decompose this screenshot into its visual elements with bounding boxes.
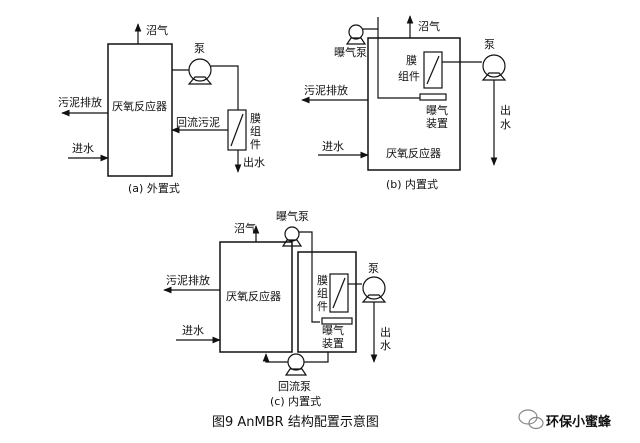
biogas-label-b: 沼气 (418, 19, 440, 33)
figure-caption: 图9 AnMBR 结构配置示意图 (212, 414, 379, 430)
membrane-label-c-3: 件 (317, 300, 328, 313)
inflow-label-b: 进水 (322, 140, 344, 153)
membrane-label-c-2: 组 (317, 286, 328, 300)
reactor-label-c: 厌氧反应器 (226, 289, 281, 303)
pump-icon-b (482, 54, 506, 78)
outflow-label-b-1: 出 (500, 103, 511, 117)
membrane-label-b-2: 组件 (398, 69, 420, 83)
outflow-label-c-2: 水 (380, 339, 391, 352)
caption-b: (b) 内置式 (386, 177, 438, 191)
sludge-discharge-label-b: 污泥排放 (304, 83, 348, 97)
aeration-device-label-b-1: 曝气 (426, 103, 448, 117)
reactor-label-a: 厌氧反应器 (112, 99, 167, 113)
biogas-label-a: 沼气 (146, 23, 168, 37)
outflow-label-c-1: 出 (380, 325, 391, 339)
reactor-a (107, 43, 173, 177)
biogas-label-c: 沼气 (234, 221, 256, 235)
outflow-label-b-2: 水 (500, 118, 511, 131)
return-pump-icon-c (287, 353, 305, 371)
reactor-b (367, 37, 461, 171)
caption-c: (c) 内置式 (270, 394, 321, 408)
aeration-pump-label-c: 曝气泵 (276, 209, 309, 223)
membrane-module-b (423, 51, 443, 89)
membrane-module-c (329, 273, 349, 313)
membrane-label-a-3: 件 (250, 138, 261, 151)
aeration-pump-label-b: 曝气泵 (334, 45, 367, 59)
aeration-pump-icon-b (348, 24, 364, 40)
panel-a (61, 23, 247, 177)
pump-icon-a (188, 58, 212, 82)
aeration-pump-icon-c (284, 226, 300, 242)
return-sludge-label-a: 回流污泥 (176, 115, 220, 129)
pump-label-c: 泵 (368, 262, 379, 275)
membrane-tank-c (297, 251, 357, 353)
panel-b (301, 15, 507, 171)
membrane-label-b-1: 膜 (406, 54, 417, 67)
watermark: 环保小蜜蜂 (518, 409, 612, 430)
watermark-text: 环保小蜜蜂 (546, 414, 612, 430)
reactor-label-b: 厌氧反应器 (386, 146, 441, 160)
inflow-label-c: 进水 (182, 324, 204, 337)
pump-label-b: 泵 (484, 38, 495, 51)
aeration-device-c (321, 317, 353, 325)
aeration-device-label-b-2: 装置 (426, 117, 448, 130)
aeration-device-label-c-2: 装置 (322, 337, 344, 350)
membrane-label-a-2: 组 (250, 124, 261, 138)
return-pump-label-c: 回流泵 (278, 379, 311, 393)
inflow-label-a: 进水 (72, 142, 94, 155)
sludge-discharge-label-c: 污泥排放 (166, 273, 210, 287)
outflow-label-a: 出水 (243, 155, 265, 169)
panel-c (163, 225, 387, 376)
pump-icon-c (362, 276, 386, 300)
membrane-label-c-1: 膜 (317, 274, 328, 287)
sludge-discharge-label-a: 污泥排放 (58, 95, 102, 109)
caption-a: (a) 外置式 (128, 182, 180, 195)
membrane-label-a-1: 膜 (250, 112, 261, 125)
aeration-device-b (419, 93, 447, 101)
aeration-device-label-c-1: 曝气 (322, 323, 344, 337)
pump-label-a: 泵 (194, 42, 205, 55)
wechat-icon (518, 409, 544, 430)
